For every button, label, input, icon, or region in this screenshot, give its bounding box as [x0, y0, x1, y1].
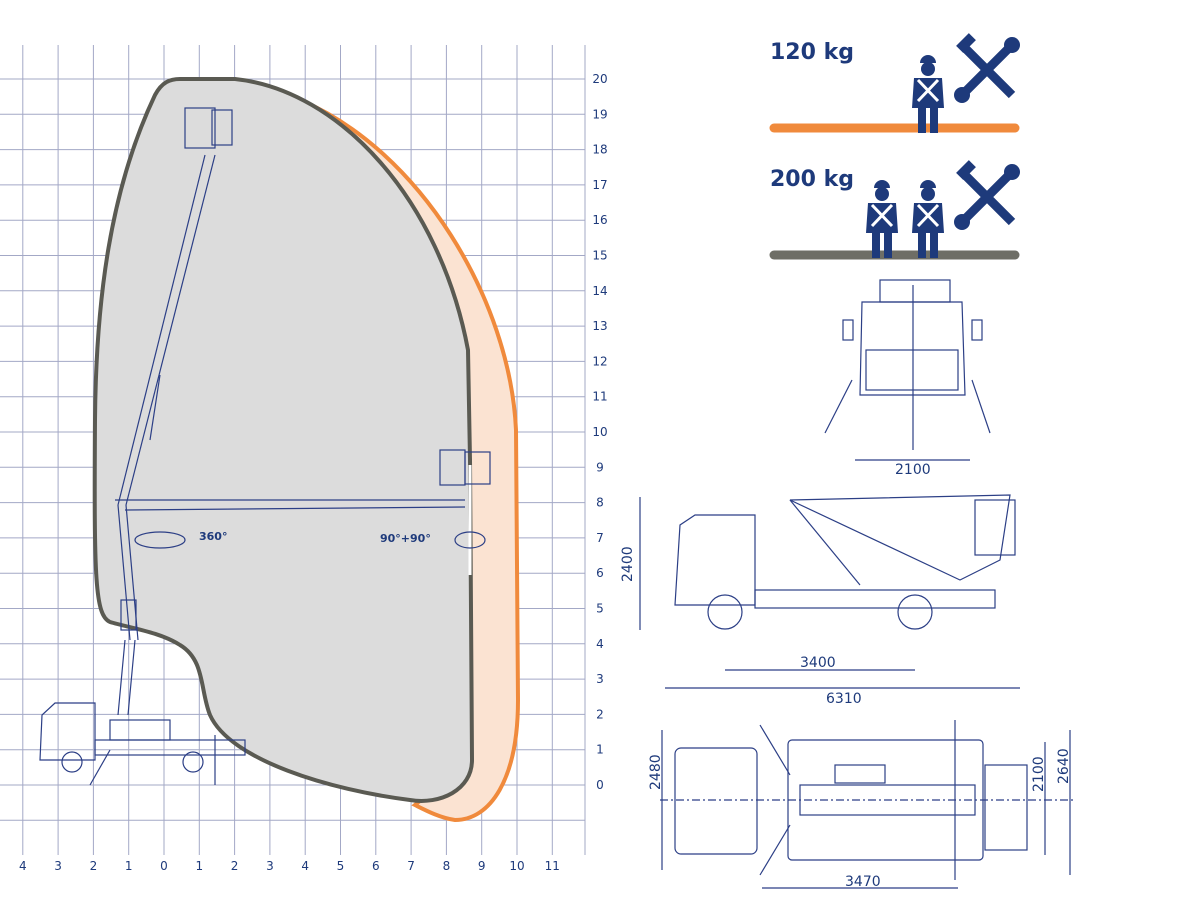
y-tick-label: 17 [592, 178, 607, 192]
jib-rotation-label: 90°+90° [380, 532, 431, 545]
y-tick-label: 19 [592, 107, 607, 121]
wheelbase-dimension: 3400 [800, 655, 836, 671]
y-tick-label: 0 [596, 778, 604, 792]
x-tick-label: 3 [54, 859, 62, 873]
load-rating-200: 200 kg [770, 167, 854, 192]
x-tick-label: 5 [337, 859, 345, 873]
x-tick-label: 1 [195, 859, 203, 873]
y-tick-label: 9 [596, 460, 604, 474]
x-tick-label: 4 [301, 859, 309, 873]
x-tick-label: 0 [160, 859, 168, 873]
y-tick-label: 14 [592, 284, 607, 298]
y-tick-label: 8 [596, 496, 604, 510]
y-tick-label: 7 [596, 531, 604, 545]
x-tick-label: 7 [407, 859, 415, 873]
x-tick-label: 8 [443, 859, 451, 873]
front-width-dimension: 2100 [895, 462, 931, 478]
y-tick-label: 6 [596, 566, 604, 580]
load-rating-120: 120 kg [770, 40, 854, 65]
overall-length-dimension: 6310 [826, 691, 862, 707]
x-tick-label: 4 [19, 859, 27, 873]
side-height-dimension: 2400 [620, 546, 636, 582]
truck-side-small-drawing [39, 702, 246, 786]
y-tick-label: 4 [596, 637, 604, 651]
envelope-120kg [295, 96, 521, 823]
y-tick-label: 15 [592, 249, 607, 263]
worker-icon [910, 178, 946, 260]
y-tick-label: 3 [596, 672, 604, 686]
rotation-label: 360° [199, 530, 227, 543]
truck-top-view [660, 720, 1075, 889]
y-tick-label: 10 [592, 425, 607, 439]
y-tick-label: 2 [596, 707, 604, 721]
tools-icon [954, 160, 1020, 230]
truck-front-view [824, 279, 991, 461]
truck-side-view [639, 494, 1020, 689]
y-tick-label: 1 [596, 743, 604, 757]
boom-raised-drawing [117, 107, 233, 506]
worker-icon [864, 178, 900, 260]
y-tick-label: 11 [592, 390, 607, 404]
x-tick-label: 2 [90, 859, 98, 873]
worker-icon [910, 53, 946, 135]
y-tick-label: 16 [592, 213, 607, 227]
y-tick-label: 18 [592, 143, 607, 157]
x-tick-label: 6 [372, 859, 380, 873]
tools-icon [954, 33, 1020, 103]
outrigger-length-dimension: 3470 [845, 874, 881, 890]
x-tick-label: 1 [125, 859, 133, 873]
boom-horizontal-drawing [115, 449, 491, 716]
y-tick-label: 5 [596, 602, 604, 616]
outrigger-width-dimension: 2100 [1031, 756, 1047, 792]
y-tick-label: 13 [592, 319, 607, 333]
x-tick-label: 11 [545, 859, 560, 873]
y-tick-label: 20 [592, 72, 607, 86]
top-width-dimension: 2480 [648, 754, 664, 790]
x-tick-label: 9 [478, 859, 486, 873]
y-tick-label: 12 [592, 354, 607, 368]
x-tick-label: 10 [509, 859, 524, 873]
x-tick-label: 3 [266, 859, 274, 873]
outrigger-span-dimension: 2640 [1056, 748, 1072, 784]
x-tick-label: 2 [231, 859, 239, 873]
